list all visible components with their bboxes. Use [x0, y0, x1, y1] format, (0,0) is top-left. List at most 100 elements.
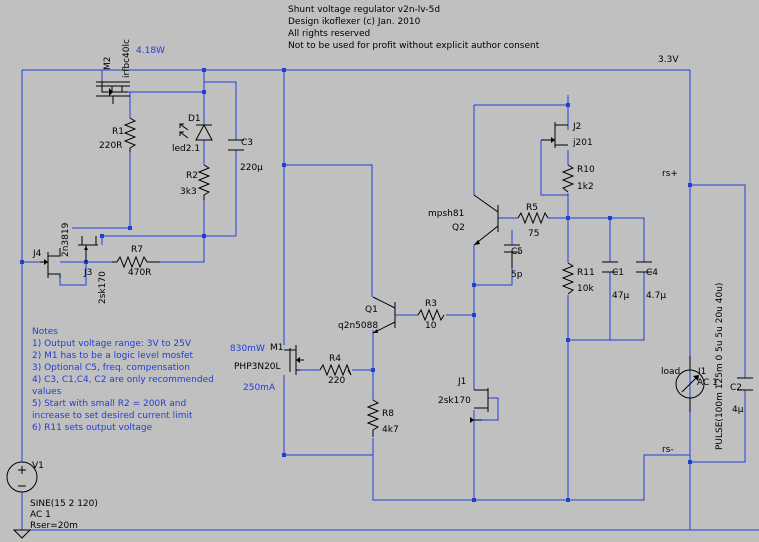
ground-symbol — [12, 529, 32, 539]
net-label-rs-minus: rs- — [662, 445, 674, 455]
v1-rser: Rser=20m — [30, 521, 78, 531]
header-title: Shunt voltage regulator v2n-lv-5d — [288, 5, 440, 15]
i1-current-source-symbol — [675, 356, 705, 412]
r10-ref: R10 — [577, 165, 595, 175]
r11-ref: R11 — [577, 268, 595, 278]
q1-ref: Q1 — [365, 305, 378, 315]
c4-capacitor-symbol — [636, 261, 652, 273]
c1-ref: C1 — [612, 268, 624, 278]
r11-value: 10k — [577, 284, 594, 294]
v1-voltage-source-symbol — [6, 461, 38, 493]
r8-value: 4k7 — [382, 425, 399, 435]
c3-capacitor-symbol — [228, 139, 244, 151]
notes-line: 4) C3, C1,C4, C2 are only recommended — [32, 375, 214, 385]
net-label-vout: 3.3V — [658, 55, 679, 65]
notes-block: Notes 1) Output voltage range: 3V to 25V… — [32, 327, 214, 433]
q2-part: mpsh81 — [428, 209, 464, 219]
r1-ref: R1 — [112, 127, 124, 137]
m1-ref: M1 — [270, 343, 284, 353]
notes-line: 2) M1 has to be a logic level mosfet — [32, 351, 194, 361]
j1-ref: J1 — [457, 377, 466, 387]
r2-value: 3k3 — [180, 187, 197, 197]
r8-resistor-symbol — [366, 399, 380, 437]
j3-jfet-symbol — [78, 236, 98, 262]
q1-part: q2n5088 — [338, 321, 378, 331]
m1-mosfet-symbol — [284, 345, 304, 375]
r3-resistor-symbol — [417, 308, 445, 322]
i1-ref: I1 — [698, 367, 706, 377]
r11-resistor-symbol — [561, 262, 575, 295]
m2-part: irfbc40lc — [122, 39, 132, 78]
r3-ref: R3 — [425, 299, 437, 309]
r5-ref: R5 — [526, 203, 538, 213]
c5-ref: C5 — [511, 247, 523, 257]
header-rights: All rights reserved — [288, 29, 370, 39]
d1-part: led2.1 — [172, 144, 200, 154]
c2-ref: C2 — [730, 383, 742, 393]
current-label: 250mA — [243, 383, 276, 393]
notes-line: 5) Start with small R2 = 200R and — [32, 399, 186, 409]
header-consent: Not to be used for profit without explic… — [288, 41, 540, 51]
net-label-rs-plus: rs+ — [662, 169, 678, 179]
wires — [21, 69, 759, 531]
c2-capacitor-symbol — [737, 377, 753, 391]
c4-ref: C4 — [646, 268, 658, 278]
m2-mosfet-symbol — [96, 81, 130, 104]
d1-led-symbol — [179, 123, 213, 141]
r7-ref: R7 — [131, 245, 143, 255]
v1-ref: V1 — [32, 461, 44, 471]
i1-ac: AC 1 — [697, 378, 718, 388]
v1-ac: AC 1 — [30, 510, 51, 520]
r4-resistor-symbol — [319, 363, 352, 377]
r2-ref: R2 — [186, 171, 198, 181]
m2-power-label: 4.18W — [136, 46, 165, 56]
c5-capacitor-symbol — [504, 244, 520, 268]
notes-line: values — [32, 387, 62, 397]
c3-ref: C3 — [241, 138, 253, 148]
i1-spec: PULSE(100m 125m 0 5u 5u 20u 40u) — [715, 283, 725, 450]
r2-resistor-symbol — [197, 164, 211, 200]
r4-ref: R4 — [329, 354, 341, 364]
q1-transistor-symbol — [372, 296, 396, 334]
c4-value: 4.7µ — [646, 291, 666, 301]
j1-part: 2sk170 — [438, 396, 471, 406]
notes-line: increase to set desired current limit — [32, 411, 193, 421]
r10-resistor-symbol — [561, 164, 575, 193]
j2-ref: J2 — [572, 122, 581, 132]
j3-ref: J3 — [83, 268, 92, 278]
j4-jfet-symbol — [40, 248, 61, 278]
q2-transistor-symbol — [473, 194, 499, 246]
j4-ref: J4 — [32, 249, 42, 259]
r8-ref: R8 — [382, 409, 394, 419]
c5-value: 5p — [511, 270, 523, 280]
q2-ref: Q2 — [452, 223, 465, 233]
header-design: Design ikoflexer (c) Jan. 2010 — [288, 17, 421, 27]
r4-value: 220 — [328, 376, 345, 386]
i1-name: load — [661, 367, 680, 377]
r5-value: 75 — [528, 229, 539, 239]
c3-value: 220µ — [240, 163, 263, 173]
m2-ref: M2 — [103, 57, 113, 71]
m1-power-label: 830mW — [230, 344, 265, 354]
c2-value: 4µ — [732, 405, 744, 415]
r10-value: 1k2 — [577, 182, 594, 192]
j2-part: j201 — [572, 138, 593, 148]
r7-value: 470R — [128, 268, 151, 278]
m1-part: PHP3N20L — [234, 362, 281, 372]
j2-jfet-symbol — [541, 122, 568, 148]
c1-value: 47µ — [612, 291, 629, 301]
r1-resistor-symbol — [123, 117, 137, 152]
r1-value: 220R — [99, 141, 122, 151]
r7-resistor-symbol — [112, 255, 160, 269]
notes-line: Notes — [32, 327, 58, 337]
notes-line: 1) Output voltage range: 3V to 25V — [32, 339, 192, 349]
j4-part: 2n3819 — [61, 222, 71, 257]
j1-jfet-symbol — [470, 388, 489, 423]
d1-ref: D1 — [188, 114, 201, 124]
r3-value: 10 — [425, 321, 437, 331]
notes-line: 3) Optional C5, freq. compensation — [32, 363, 190, 373]
v1-sine: SINE(15 2 120) — [30, 499, 98, 509]
r5-resistor-symbol — [517, 211, 549, 225]
